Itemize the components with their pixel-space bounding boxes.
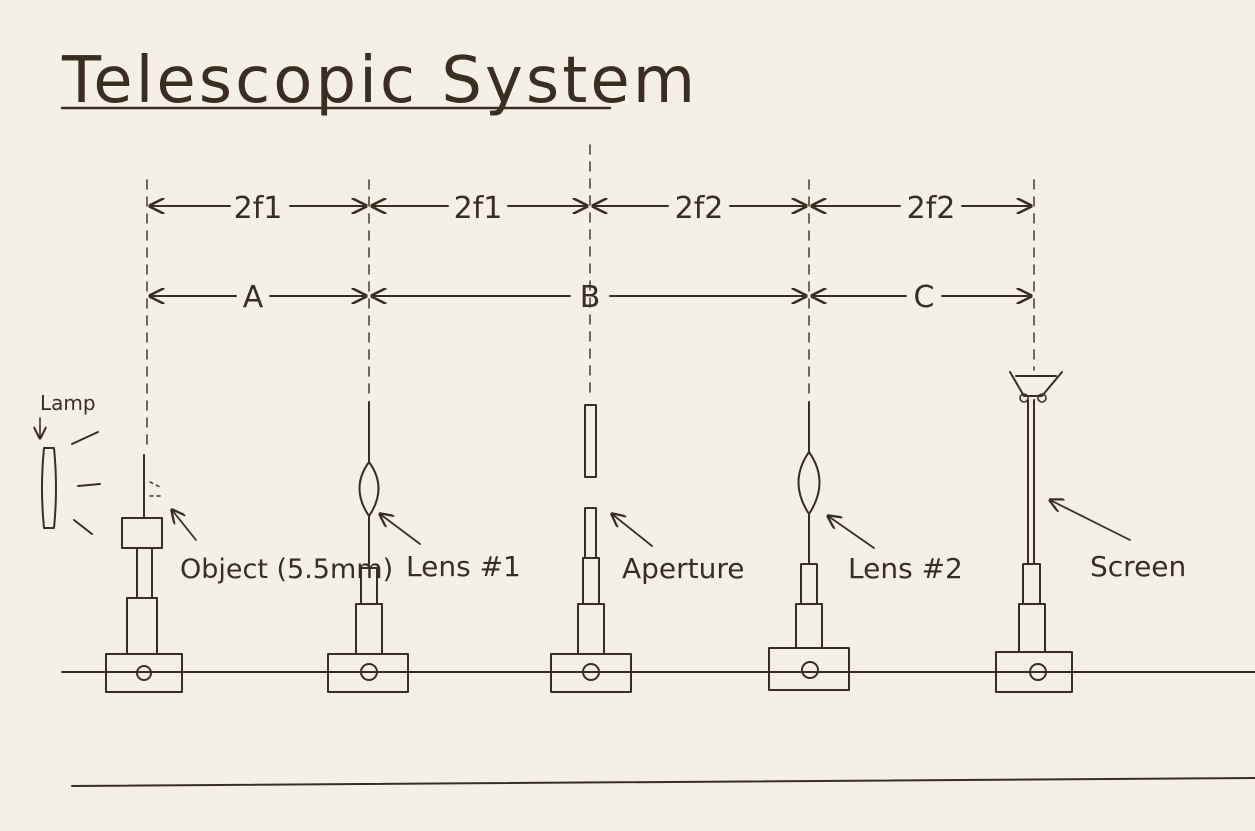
lens-2-pointer-arrow [828,516,875,549]
object-light-hint [149,481,165,497]
aperture-label: Aperture [622,552,745,585]
lens-1-pointer-arrow [380,514,421,545]
screen-stand [995,371,1073,693]
object-pointer-arrow [172,510,197,541]
aperture-pointer-arrow [612,514,653,547]
aperture-stand [550,404,632,693]
screen-label: Screen [1090,550,1186,583]
dim-label-2f1-first: 2f1 [234,191,283,226]
lens-1-label: Lens #1 [406,550,521,583]
dim-label-2f2-second: 2f2 [907,191,956,226]
object-label: Object (5.5mm) [180,554,393,585]
object-stand [105,454,183,693]
dim-label-c: C [914,280,935,315]
lens-1-stand [327,401,409,693]
lens-2-label: Lens #2 [848,552,963,585]
dim-label-2f1-second: 2f1 [454,191,503,226]
lamp-label: Lamp [40,391,96,415]
table-edge [71,777,1255,787]
title: Telescopic System [61,44,698,118]
lamp-icon [40,417,101,535]
dim-label-a: A [243,280,264,315]
screen-pointer-arrow [1050,500,1131,541]
reference-lines [146,144,1035,451]
dim-label-2f2-first: 2f2 [675,191,724,226]
lens-2-stand [768,401,850,691]
dim-label-b: B [580,280,601,315]
